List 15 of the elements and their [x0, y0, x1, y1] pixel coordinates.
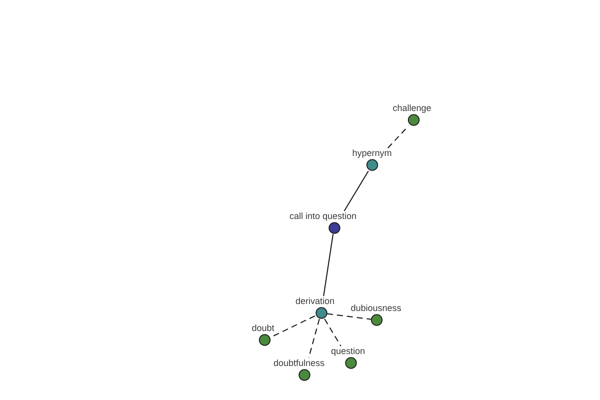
dashed-connector	[308, 318, 320, 358]
node-label: question	[330, 346, 366, 357]
node-label: doubt	[252, 323, 274, 334]
connector-line	[344, 170, 369, 212]
node-label: dubiousness	[350, 303, 402, 314]
dashed-connector	[326, 313, 372, 320]
node-label: challenge	[392, 103, 432, 114]
dashed-connector	[324, 318, 342, 346]
node-label: call into question	[289, 211, 357, 222]
dashed-connector	[270, 315, 316, 338]
connector-line	[323, 234, 334, 296]
node-label: derivation	[295, 296, 335, 307]
node-label: hypernym	[352, 148, 392, 159]
dashed-connector	[387, 126, 409, 148]
node-label: doubtfulness	[273, 358, 325, 369]
